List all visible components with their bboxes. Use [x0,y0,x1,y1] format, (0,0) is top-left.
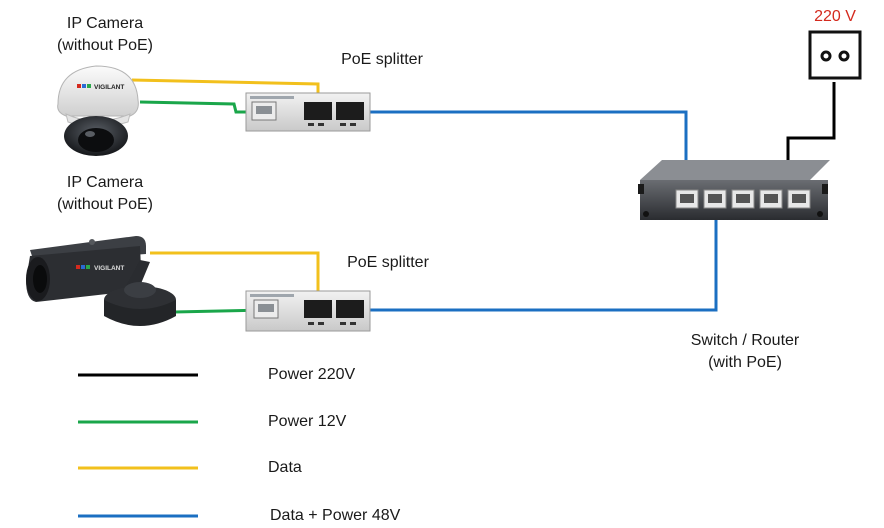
camera1-label-line2: (without PoE) [56,37,154,54]
cable-48v-splitter2 [348,202,718,312]
outlet-voltage-label: 220 V [814,8,856,25]
switch-label-line1: Switch / Router [690,332,800,349]
bullet-camera-icon: VIGILANT [26,236,176,326]
camera2-label-line1: IP Camera [66,174,144,191]
legend-label-48v: Data + Power 48V [270,507,401,524]
splitter2-label: PoE splitter [347,254,429,271]
camera2-label-line2: (without PoE) [56,196,154,213]
power-outlet-icon [808,30,862,80]
bullet-camera-brand: VIGILANT [94,265,124,272]
cable-12v-camera1 [139,100,262,114]
cable-220v [786,82,836,166]
dome-camera-icon: VIGILANT [57,65,139,156]
camera1-label-line1: IP Camera [66,15,144,32]
switch-label-line2: (with PoE) [708,354,782,371]
dome-camera-brand: VIGILANT [94,84,124,91]
camera1-label: IP Camera (without PoE) [30,13,180,57]
legend-label-220v: Power 220V [268,366,356,383]
cable-48v-splitter1 [348,110,688,202]
poe-switch-icon [638,160,830,220]
camera2-label: IP Camera (without PoE) [30,172,180,216]
legend-label-data: Data [268,459,302,476]
splitter1-label: PoE splitter [341,51,423,68]
poe-splitter-icon [245,290,371,332]
switch-label: Switch / Router (with PoE) [670,330,820,374]
legend-label-12v: Power 12V [268,413,347,430]
poe-splitter-icon [245,92,371,132]
